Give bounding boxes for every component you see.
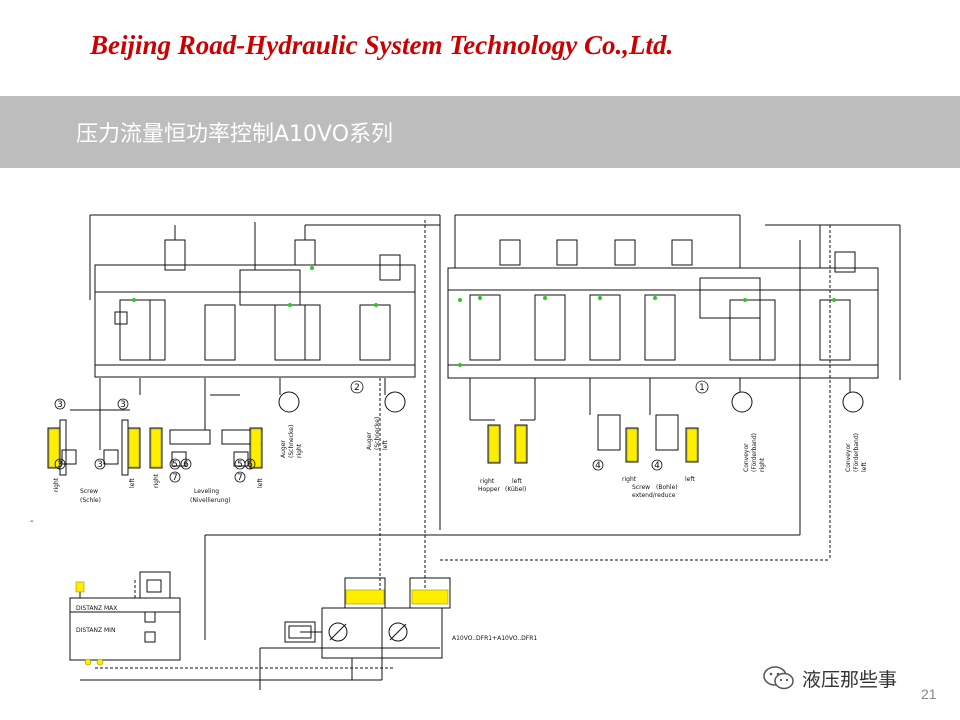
label-right-hopper: right <box>480 478 495 485</box>
label-conveyor-r-de: (Förderband) <box>751 433 758 472</box>
label-left-screed: left <box>685 476 695 483</box>
label-conveyor-l: Conveyor <box>845 443 852 472</box>
callout-3b: 3 <box>120 400 126 410</box>
callout-3d: 3 <box>97 460 103 470</box>
label-left-a: left <box>129 478 136 488</box>
pump-unit-right <box>381 607 443 659</box>
label-screed-de: (Bohle) <box>656 484 678 491</box>
label-distanz-min: DISTANZ MIN <box>76 627 115 634</box>
callout-6a: 6 <box>183 460 189 470</box>
page-number: 21 <box>921 686 937 702</box>
callout-5b: 5 <box>237 460 243 470</box>
callout-3a: 3 <box>57 400 63 410</box>
label-auger-de: (Schnecke) <box>288 425 295 458</box>
control-box <box>69 597 181 661</box>
label-leveling-de: (Nivellierung) <box>190 497 231 504</box>
callout-2: 2 <box>354 383 360 393</box>
company-name: Beijing Road-Hydraulic System Technology… <box>90 30 674 60</box>
label-extend-reduce: extend/reduce <box>632 492 676 499</box>
callout-4a: 4 <box>595 461 601 471</box>
callout-1: 1 <box>699 383 705 393</box>
label-auger2-de: (Schnecke) <box>374 417 381 450</box>
label-conveyor-l-de: (Förderband) <box>853 433 860 472</box>
label-leveling: Leveling <box>194 488 219 495</box>
label-hopper: Hopper <box>478 486 500 493</box>
label-right-b: right <box>153 473 160 488</box>
label-auger-right: right <box>296 443 303 458</box>
title-band: 压力流量恒功率控制A10VO系列 <box>0 96 960 168</box>
label-auger2: Auger <box>366 432 373 450</box>
watermark: 液压那些事 <box>762 664 897 692</box>
label-right-a: right <box>53 477 60 492</box>
callout-3c: 3 <box>57 460 63 470</box>
label-screw: Screw <box>80 488 98 495</box>
label-hopper-de: (Kübel) <box>505 486 526 493</box>
label-pump-model: A10VO..DFR1+A10VO..DFR1 <box>452 635 537 642</box>
label-left-hopper: left <box>512 478 522 485</box>
callout-4b: 4 <box>654 461 660 471</box>
hydraulic-schematic: right Screw (Schle) left right left Leve… <box>47 214 901 690</box>
callout-7a: 7 <box>172 473 178 483</box>
stray-mark: - <box>30 516 34 527</box>
label-left-b: left <box>257 478 264 488</box>
callout-7b: 7 <box>237 473 243 483</box>
label-screw-de: (Schle) <box>80 497 101 504</box>
label-auger: Auger <box>280 440 287 458</box>
right-valve-block <box>447 267 879 379</box>
wechat-icon <box>763 666 794 690</box>
label-conveyor-r-side: right <box>759 457 766 472</box>
label-screed: Screw <box>632 484 650 491</box>
label-right-screed: right <box>622 476 637 483</box>
callout-6b: 6 <box>247 460 253 470</box>
label-conveyor-l-side: left <box>861 462 868 472</box>
label-conveyor-r: Conveyor <box>743 443 750 472</box>
slide-title: 压力流量恒功率控制A10VO系列 <box>76 122 394 147</box>
callout-5a: 5 <box>172 460 178 470</box>
label-auger2-left: left <box>382 440 389 450</box>
watermark-text: 液压那些事 <box>802 668 898 691</box>
label-distanz-max: DISTANZ MAX <box>76 605 117 612</box>
pump-unit-left <box>321 607 383 659</box>
